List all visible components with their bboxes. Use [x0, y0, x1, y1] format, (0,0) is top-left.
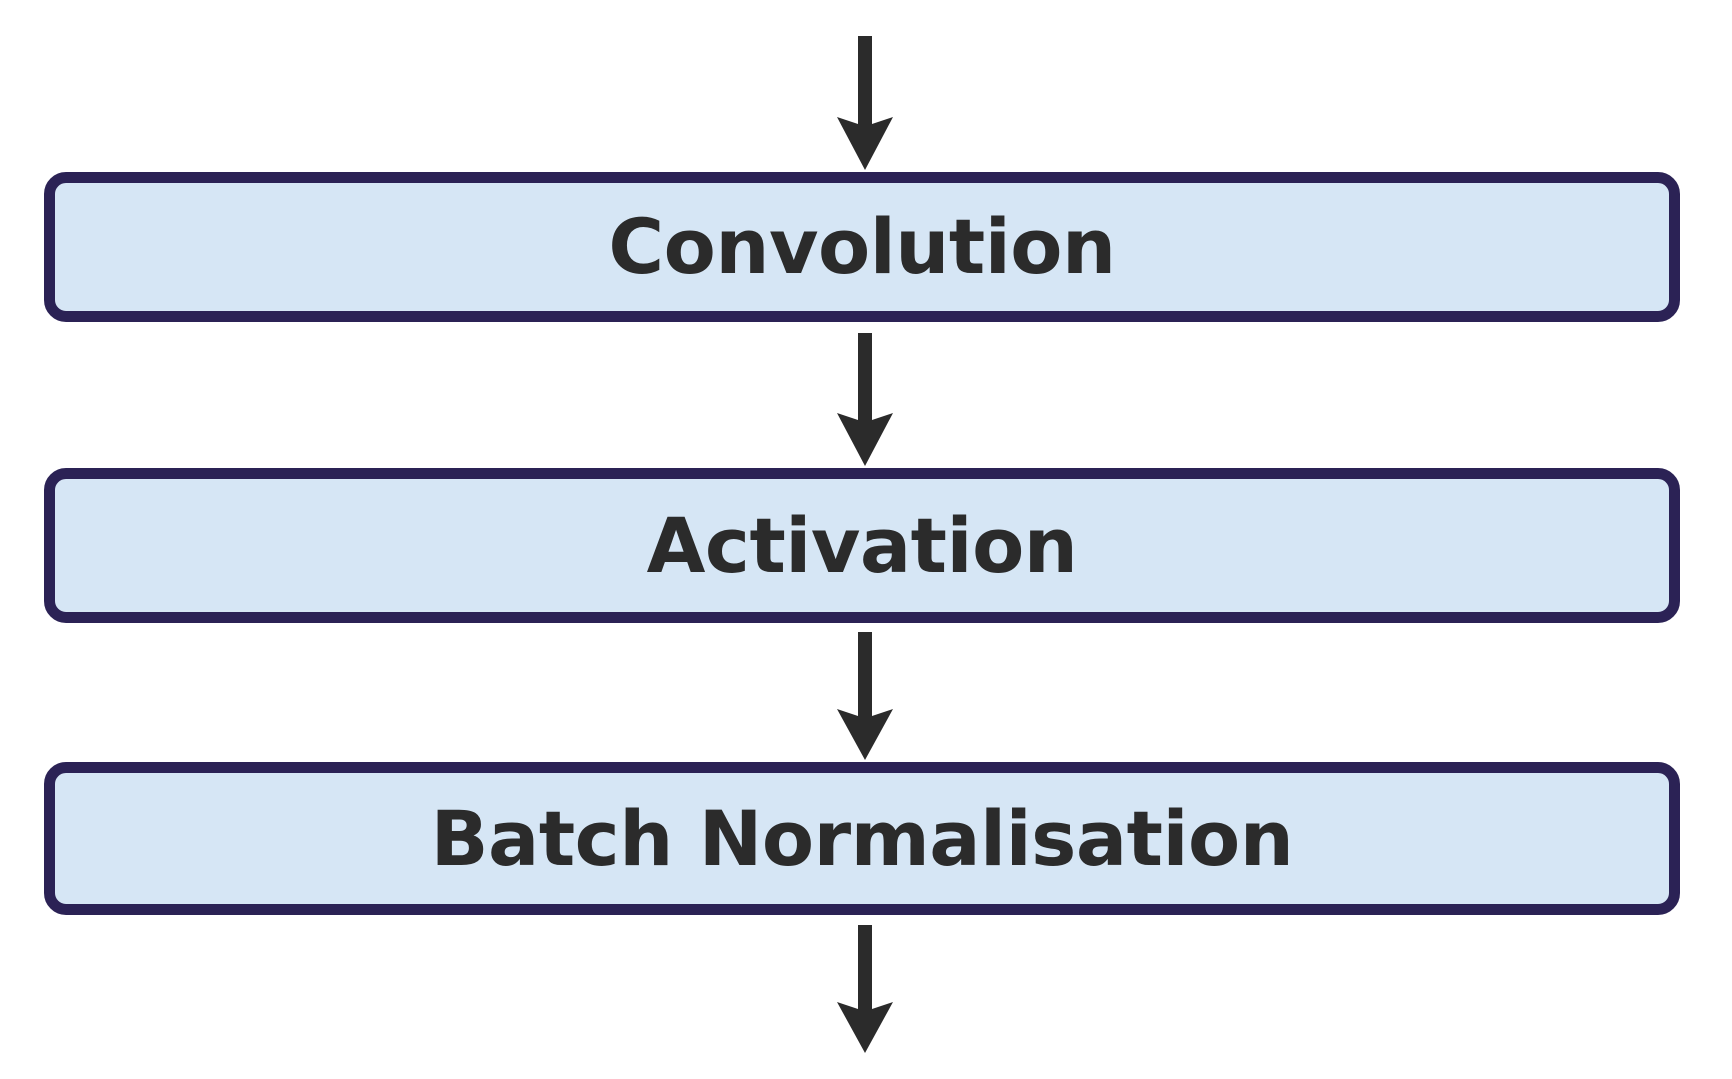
arrow-activation-to-batch-normalisation — [0, 632, 1732, 762]
arrow-convolution-to-activation — [0, 333, 1732, 468]
node-convolution[interactable]: Convolution — [44, 172, 1680, 322]
node-convolution-label: Convolution — [608, 202, 1116, 291]
node-activation[interactable]: Activation — [44, 468, 1680, 623]
arrow-out-of-batch-normalisation — [0, 925, 1732, 1055]
arrow-into-convolution — [0, 36, 1732, 172]
node-batch-normalisation-label: Batch Normalisation — [430, 793, 1294, 883]
arrow-down-icon — [837, 925, 893, 1053]
node-activation-label: Activation — [646, 500, 1078, 590]
arrow-down-icon — [837, 632, 893, 760]
node-batch-normalisation[interactable]: Batch Normalisation — [44, 762, 1680, 915]
arrow-down-icon — [837, 333, 893, 466]
arrow-down-icon — [837, 36, 893, 170]
